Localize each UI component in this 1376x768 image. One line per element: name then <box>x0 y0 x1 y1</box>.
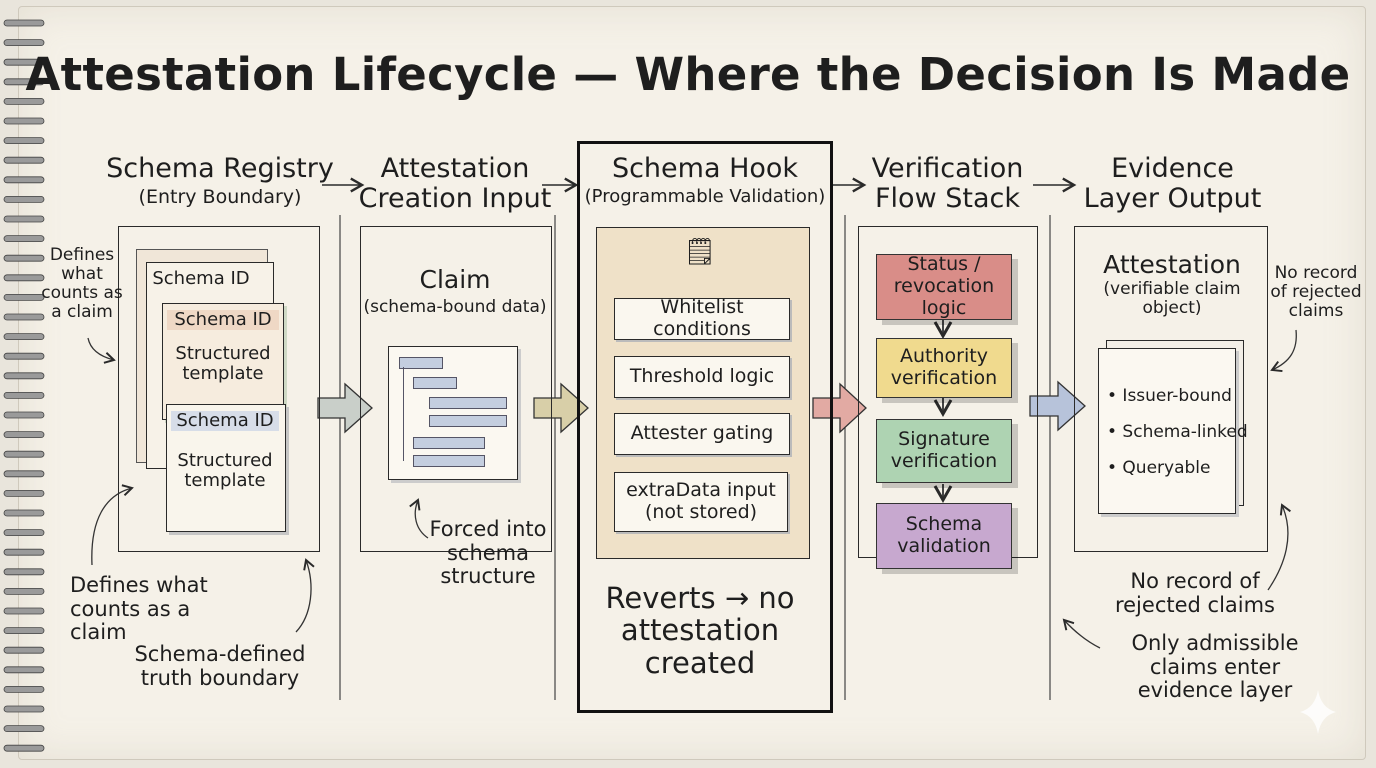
annotation-arrow <box>1267 503 1291 591</box>
spiral-ring <box>3 509 45 517</box>
spiral-ring <box>3 568 45 576</box>
spiral-ring <box>3 176 45 184</box>
attestation-bullet: • Queryable <box>1107 458 1211 478</box>
registry-title: Schema Registry <box>106 153 334 184</box>
page-title: Attestation Lifecycle — Where the Decisi… <box>25 48 1351 101</box>
sparkle-icon <box>1300 690 1336 734</box>
spiral-ring <box>3 686 45 693</box>
evidence-frame <box>1074 226 1268 552</box>
verification-layer-authority: Authority verification <box>876 338 1012 398</box>
hook-title: Schema Hook <box>611 153 799 184</box>
flow-arrow <box>533 382 589 434</box>
spiral-ring <box>3 215 45 223</box>
spiral-binding <box>3 19 45 752</box>
spiral-ring <box>3 235 45 243</box>
revert-note: Reverts → no attestation created <box>605 581 795 680</box>
spiral-ring <box>3 489 45 497</box>
hook-item: extraData input (not stored) <box>614 472 788 532</box>
structured-template-label: Structured template <box>177 450 273 492</box>
spiral-ring <box>3 450 45 458</box>
claim-document-icon <box>388 346 518 480</box>
annotation-arrow <box>1062 618 1101 649</box>
note-truth-boundary: Schema-defined truth boundary <box>134 642 306 690</box>
spiral-ring <box>3 137 45 144</box>
spiral-ring <box>3 195 45 203</box>
schema-hook-highlight-frame <box>577 141 833 713</box>
spiral-ring <box>3 313 45 321</box>
input-title: Attestation Creation Input <box>358 153 552 215</box>
annotation-arrow <box>1270 329 1297 373</box>
note-defines-claim-bottom: Defines what counts as a claim <box>70 573 208 645</box>
hook-item: Whitelist conditions <box>614 296 790 340</box>
note-no-record-bottom: No record of rejected claims <box>1114 569 1276 617</box>
claim-subtitle: (schema-bound data) <box>363 297 547 317</box>
attestation-bullet: • Schema-linked <box>1107 422 1248 442</box>
hook-item: Attester gating <box>614 413 790 455</box>
note-defines-claim: Defines what counts as a claim <box>41 245 123 323</box>
schema-id-label: Schema ID <box>171 410 279 432</box>
spiral-ring <box>3 98 45 105</box>
spiral-ring <box>3 588 45 595</box>
attestation-subtitle: (verifiable claim object) <box>1103 279 1241 319</box>
input-frame <box>360 226 552 552</box>
attestation-bullet: • Issuer-bound <box>1107 386 1232 406</box>
spiral-ring <box>3 391 45 399</box>
schema-id-label: Schema ID <box>167 309 279 331</box>
spiral-ring <box>3 725 45 732</box>
verification-title: Verification Flow Stack <box>871 153 1024 215</box>
note-admissible-claims: Only admissible claims enter evidence la… <box>1131 631 1299 703</box>
note-no-record: No record of rejected claims <box>1270 263 1362 322</box>
spiral-ring <box>3 352 45 360</box>
schema-card: Schema ID Structured template <box>162 303 284 420</box>
spiral-ring <box>3 156 45 164</box>
flow-arrow <box>317 382 373 434</box>
spiral-ring <box>3 117 45 125</box>
spiral-ring <box>3 470 45 478</box>
registry-frame <box>118 226 320 552</box>
schema-card-front: Schema ID Structured template <box>166 404 286 532</box>
flow-arrow <box>812 382 867 434</box>
spiral-ring <box>3 254 45 262</box>
spiral-ring <box>3 293 45 301</box>
spiral-ring <box>3 607 45 615</box>
schema-id-label: Schema ID <box>152 268 250 289</box>
annotation-arrow <box>295 558 315 633</box>
registry-subtitle: (Entry Boundary) <box>138 186 302 208</box>
document-edit-icon: 🗒 <box>683 237 717 267</box>
spiral-ring <box>3 274 45 282</box>
note-forced-structure: Forced into schema structure <box>429 517 547 589</box>
spiral-ring <box>3 666 45 674</box>
attestation-document: • Issuer-bound • Schema-linked • Queryab… <box>1098 348 1248 514</box>
spiral-ring <box>3 58 45 66</box>
verification-layer-status: Status / revocation logic <box>876 253 1012 320</box>
verification-layer-signature: Signature verification <box>876 419 1012 483</box>
evidence-title: Evidence Layer Output <box>1083 153 1262 215</box>
spiral-ring <box>3 646 45 654</box>
spiral-ring <box>3 548 45 556</box>
spiral-ring <box>3 372 45 380</box>
verification-layer-schema: Schema validation <box>876 503 1012 569</box>
spiral-ring <box>3 19 45 27</box>
spiral-ring <box>3 744 45 752</box>
spiral-ring <box>3 39 45 47</box>
hook-subtitle: (Programmable Validation) <box>584 186 826 207</box>
claim-title: Claim <box>419 265 491 294</box>
structured-template-label: Structured template <box>175 343 271 385</box>
annotation-arrow <box>91 484 134 566</box>
spiral-ring <box>3 529 45 536</box>
annotation-arrow <box>409 498 429 539</box>
annotation-arrow <box>87 337 116 364</box>
flow-arrow <box>1029 380 1086 432</box>
spiral-ring <box>3 333 45 341</box>
spiral-ring <box>3 627 45 634</box>
spiral-ring <box>3 431 45 439</box>
spiral-ring <box>3 78 45 86</box>
attestation-title: Attestation <box>1103 250 1241 279</box>
spiral-ring <box>3 411 45 419</box>
spiral-ring <box>3 705 45 713</box>
hook-item: Threshold logic <box>614 356 790 398</box>
